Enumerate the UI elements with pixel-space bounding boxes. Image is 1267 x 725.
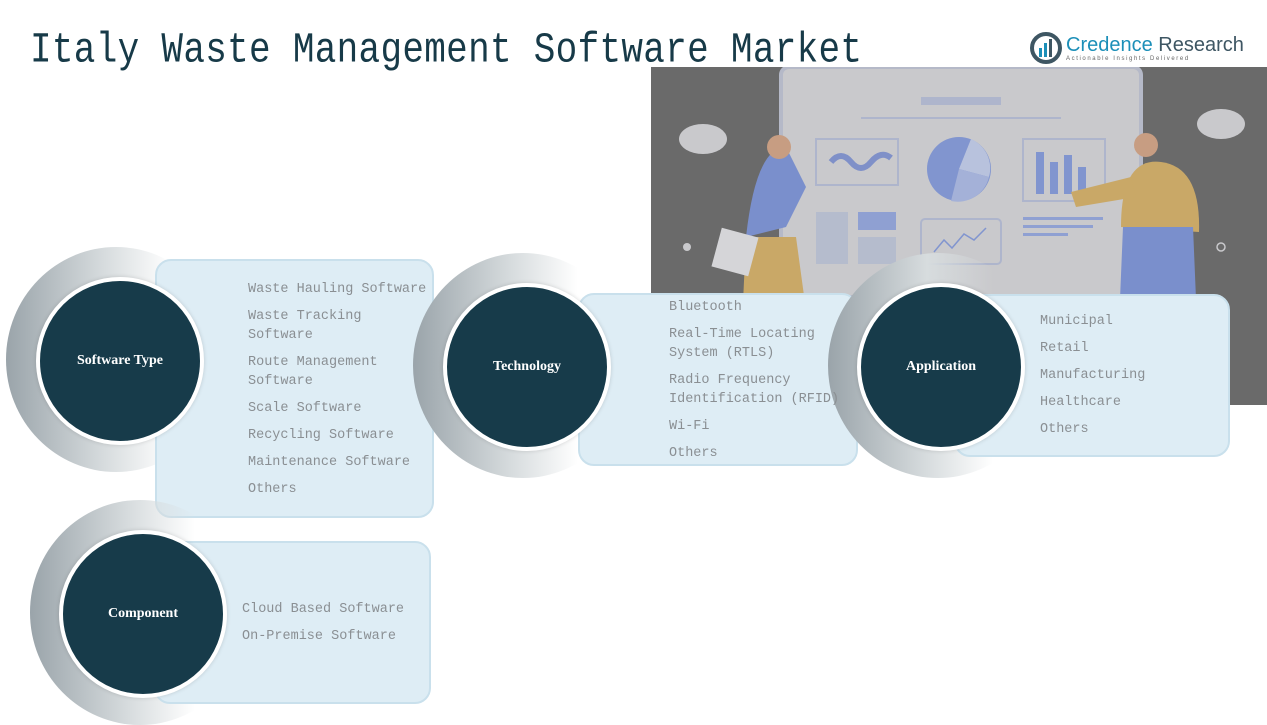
list-item: Maintenance Software bbox=[248, 455, 411, 470]
credence-research-logo: Credence Research Actionable Insights De… bbox=[1030, 32, 1244, 64]
list-item: Others bbox=[669, 446, 718, 461]
list-item: Wi-Fi bbox=[669, 419, 710, 434]
technology-circle: Technology bbox=[443, 283, 611, 451]
application-circle: Application bbox=[857, 283, 1025, 451]
list-item: Retail bbox=[1040, 341, 1089, 356]
list-item: Radio Frequency Identification (RFID) bbox=[669, 373, 840, 407]
component-list: Cloud Based Software On-Premise Software bbox=[242, 600, 422, 654]
technology-box bbox=[578, 293, 858, 466]
list-item: Others bbox=[1040, 422, 1089, 437]
technology-list: Bluetooth Real-Time Locating System (RTL… bbox=[669, 298, 844, 471]
software-type-circle: Software Type bbox=[36, 277, 204, 445]
list-item: Route Management Software bbox=[248, 355, 378, 389]
list-item: Recycling Software bbox=[248, 428, 394, 443]
logo-name-2: Research bbox=[1152, 33, 1244, 56]
application-list: Municipal Retail Manufacturing Healthcar… bbox=[1040, 312, 1210, 447]
list-item: Waste Tracking Software bbox=[248, 309, 362, 343]
list-item: Bluetooth bbox=[669, 300, 742, 315]
list-item: Cloud Based Software bbox=[242, 602, 405, 617]
list-item: Others bbox=[248, 482, 297, 497]
software-type-box bbox=[155, 259, 434, 518]
list-item: Scale Software bbox=[248, 401, 362, 416]
logo-icon bbox=[1030, 32, 1062, 64]
logo-name-1: Credence bbox=[1066, 33, 1153, 56]
logo-tagline: Actionable Insights Delivered bbox=[1066, 55, 1190, 62]
list-item: On-Premise Software bbox=[242, 629, 396, 644]
component-circle: Component bbox=[59, 530, 227, 698]
page-title: Italy Waste Management Software Market bbox=[30, 26, 863, 75]
list-item: Waste Hauling Software bbox=[248, 282, 427, 297]
list-item: Healthcare bbox=[1040, 395, 1122, 410]
software-type-list: Waste Hauling Software Waste Tracking So… bbox=[248, 280, 428, 507]
list-item: Real-Time Locating System (RTLS) bbox=[669, 327, 815, 361]
list-item: Municipal bbox=[1040, 314, 1113, 329]
list-item: Manufacturing bbox=[1040, 368, 1146, 383]
